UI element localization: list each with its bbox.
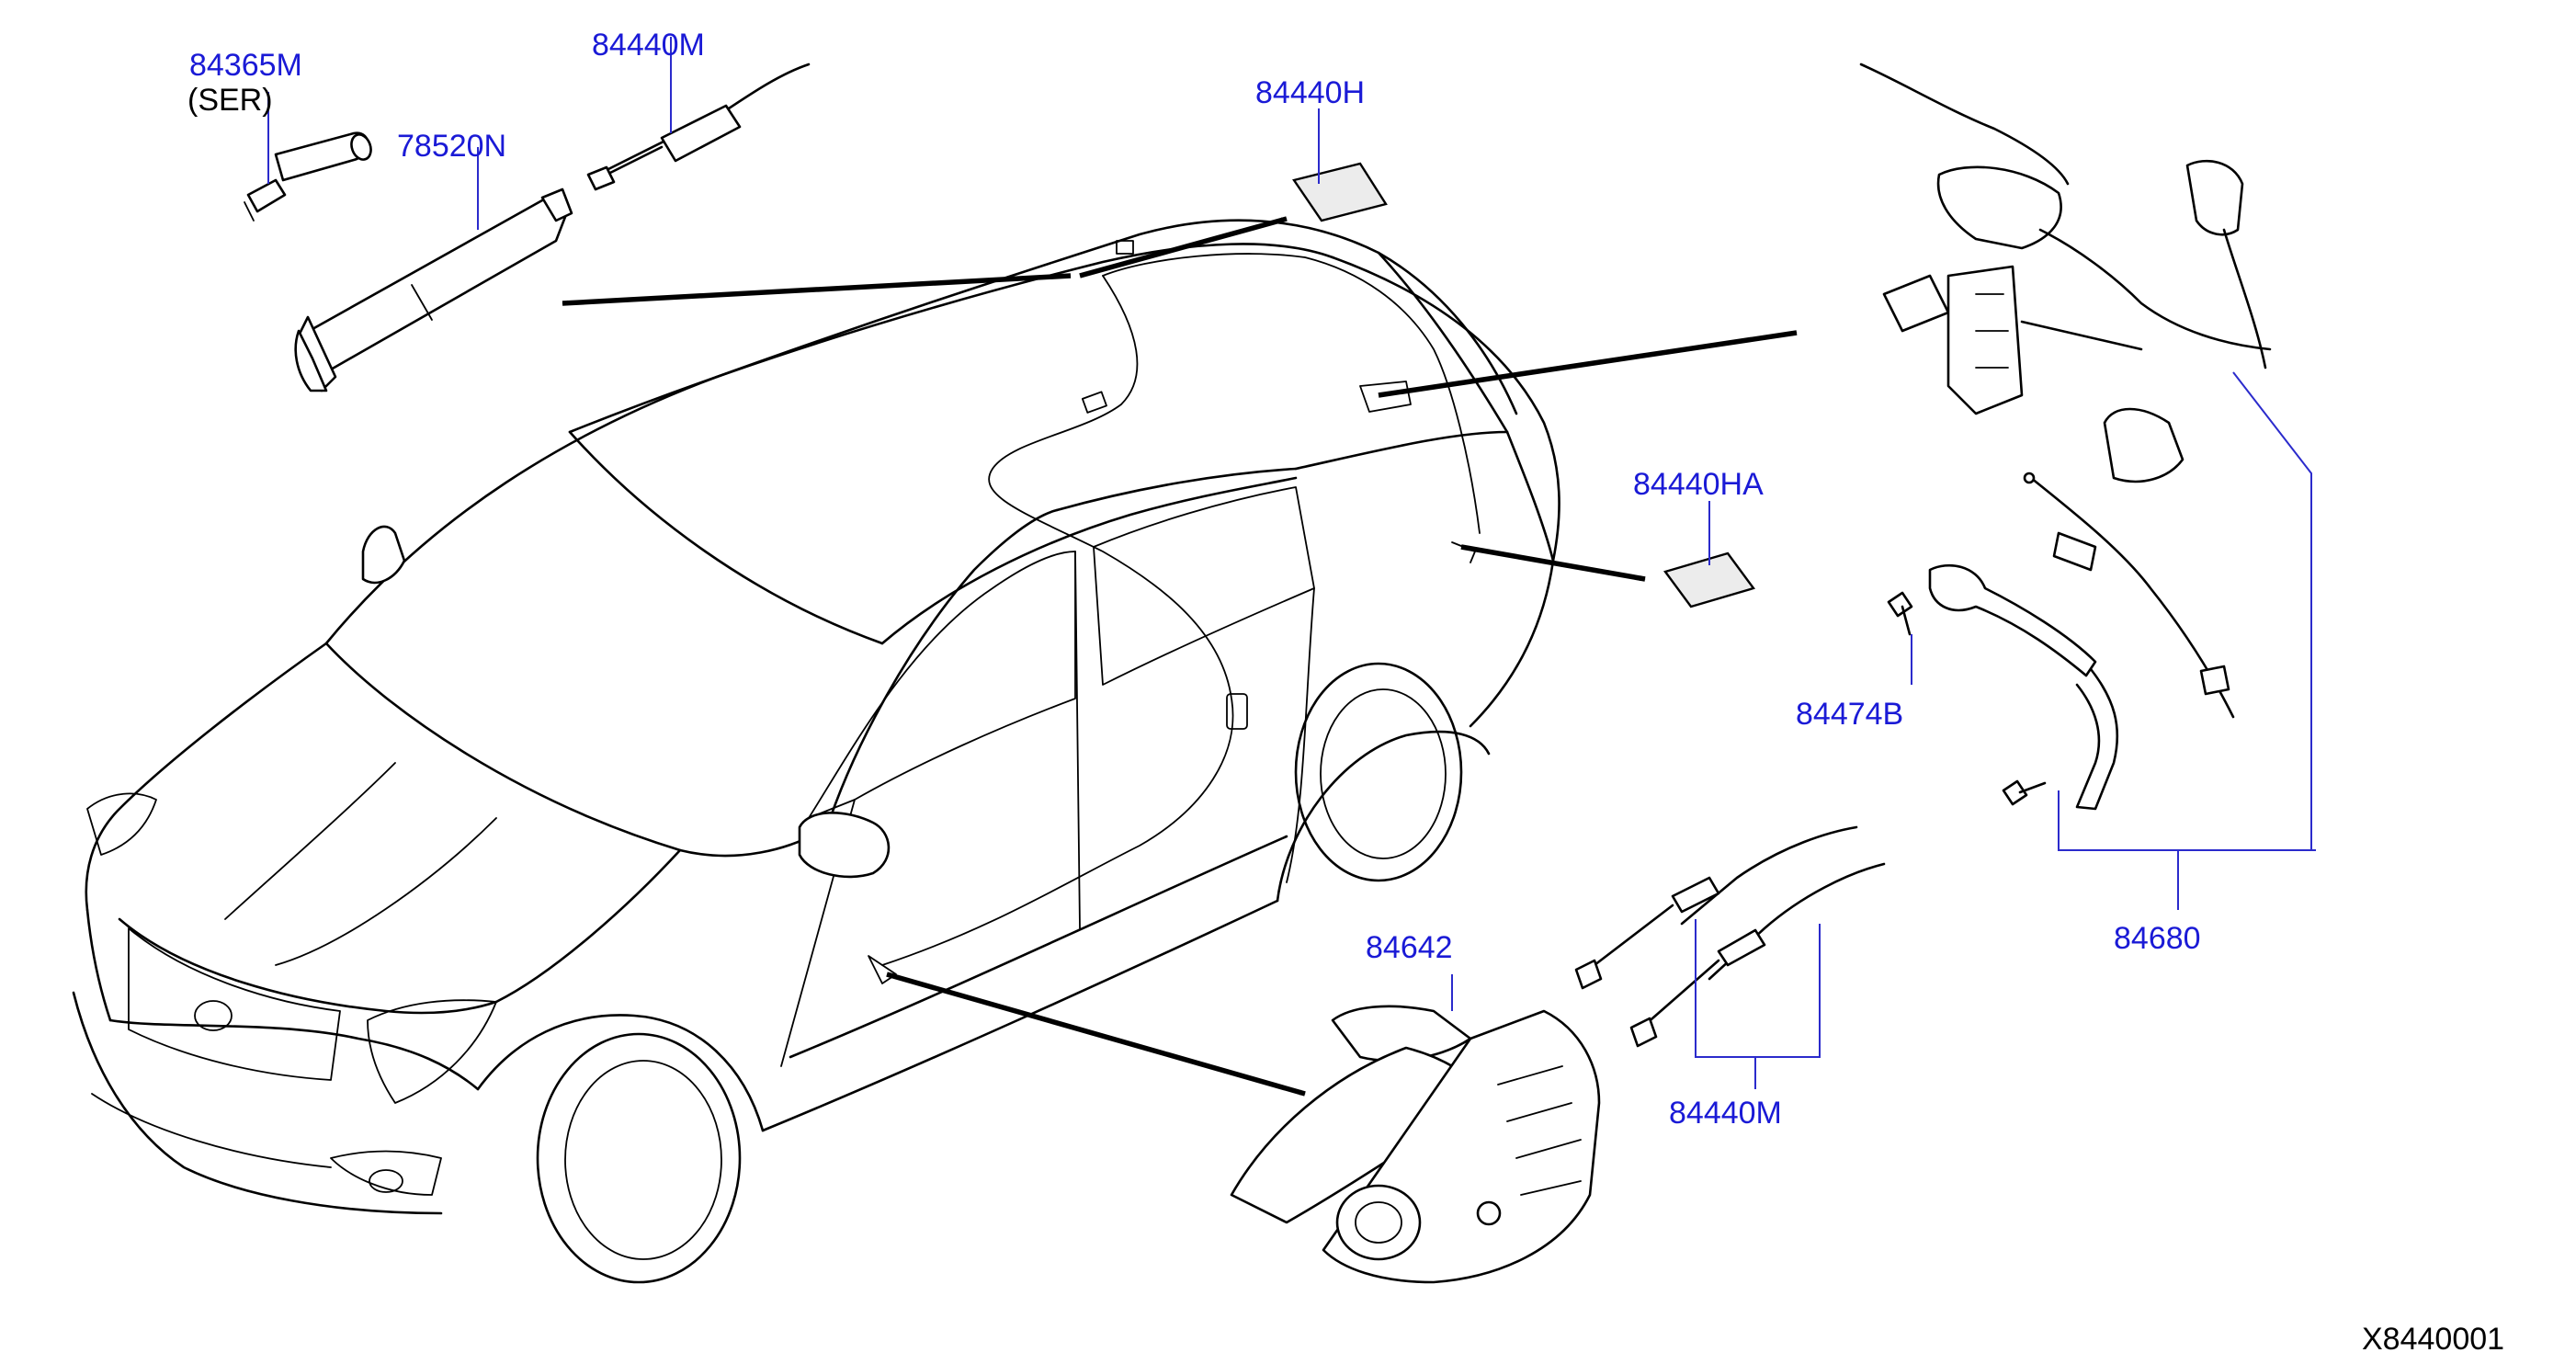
part-84642-release-handle: [1230, 1005, 1601, 1284]
label-84365M: 84365M: [189, 48, 302, 83]
label-84440M-bottom: 84440M: [1669, 1096, 1782, 1131]
screw: [2002, 779, 2047, 806]
part-84680-trunk-opener-assembly: [1859, 63, 2272, 719]
part-84440HA-label-sticker: [1663, 551, 1755, 608]
label-84474B: 84474B: [1796, 697, 1903, 732]
part-84440M-top-cable: [586, 63, 811, 191]
callout-arrows: [562, 216, 1798, 1097]
part-84365M-opener: [244, 131, 372, 222]
arrow-to-84680: [1378, 330, 1798, 398]
car-illustration: [72, 219, 1560, 1284]
part-84440H-label-sticker: [1292, 162, 1388, 222]
figure-code: X8440001: [2362, 1322, 2504, 1357]
label-84642: 84642: [1366, 930, 1453, 965]
leader-lines: [267, 37, 2316, 1089]
label-84440M-top: 84440M: [592, 28, 705, 63]
label-84440HA: 84440HA: [1633, 467, 1764, 502]
part-78520N-lid-opener: [294, 188, 573, 392]
arrow-to-78520N: [562, 273, 1072, 306]
label-78520N: 78520N: [397, 129, 506, 164]
label-ser-note: (SER): [187, 83, 273, 118]
label-84680: 84680: [2114, 921, 2201, 956]
arrow-to-84440H: [1079, 216, 1288, 278]
part-84440M-bottom-cables: [1574, 825, 1886, 1048]
arrow-to-84440HA: [1460, 544, 1646, 582]
bracket: [1928, 563, 2119, 811]
arrow-to-84642: [886, 972, 1306, 1097]
part-84474B-bolt: [1887, 591, 1913, 636]
label-84440H: 84440H: [1255, 75, 1365, 110]
